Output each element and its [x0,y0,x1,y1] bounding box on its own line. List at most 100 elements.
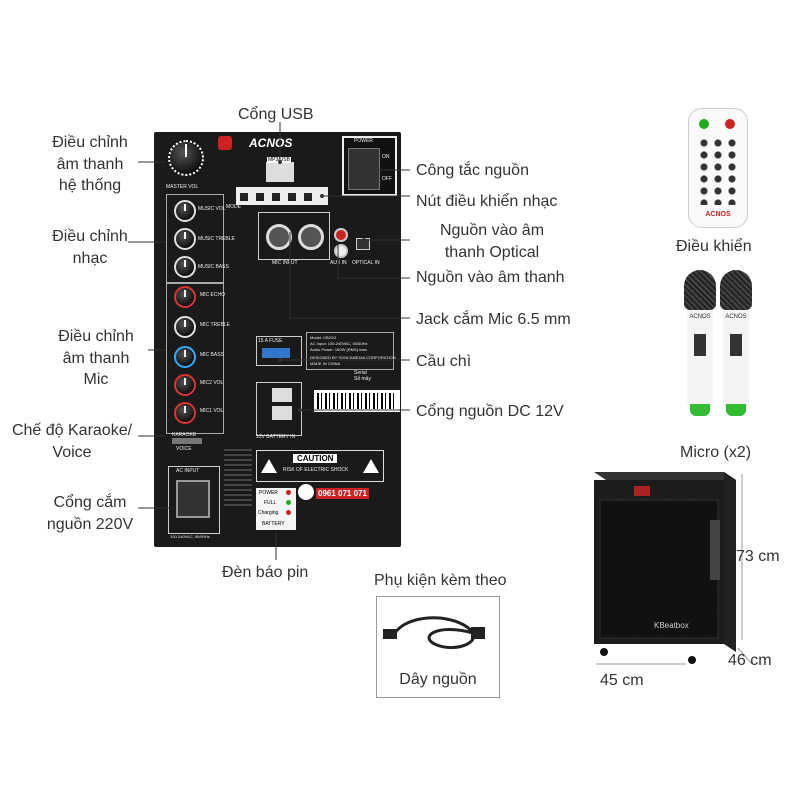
accessory-box: Dây nguồn [376,596,500,698]
warning-icon [261,459,277,473]
ac-socket[interactable] [176,480,210,518]
ac-spec-label: 100-240VAC, 50/60Hz [170,534,210,539]
barcode [314,390,400,412]
ac-input-spec: AC Input: 100-240VAC, 50/60Hz [310,341,368,346]
microphone-1: ACNOS [684,270,716,426]
label-mic-adjust: Điều chỉnh âm thanh Mic [58,328,134,389]
mic-treble-label: MIC TREBLE [200,322,230,328]
model-plate: Model: CB21G AC Input: 100-240VAC, 50/60… [306,332,396,370]
label-fuse: Cầu chì [416,353,472,370]
mic2-vol-knob[interactable] [174,374,196,396]
remote-power-button [699,119,709,129]
label-accessories: Phụ kiện kèm theo [374,572,507,589]
warning-icon-right [363,459,379,473]
caution-sub: RISK OF ELECTRIC SHOCK [283,467,349,473]
label-micro: Micro (x2) [680,444,752,461]
button-mode[interactable] [240,193,248,201]
music-treble-label: MUSIC TREBLE [198,236,235,242]
karaoke-label: KARAOKE [172,432,197,438]
mic-knob-group [166,282,224,434]
ac-input-label: AC INPUT [176,468,200,474]
label-music-adjust: Điều chỉnh nhạc [52,228,128,267]
power-on-label: ON [382,154,390,160]
power-off-label: OFF [382,176,392,182]
button-play[interactable] [272,193,280,201]
charging-led-label: Charging [258,510,279,516]
music-vol-label: MUSIC VOL [198,206,226,212]
label-optical: Nguồn vào âm thanh Optical [439,222,545,261]
music-treble-knob[interactable] [174,228,196,250]
label-power-switch: Công tắc nguồn [416,162,529,179]
power-cord-image [383,616,485,650]
model-text: Model: CB21G [310,335,337,340]
designed-by: DESIGNED BY SONCAMEDIA CORPORATION [310,355,396,360]
label-dc-port: Cổng nguồn DC 12V [416,403,564,420]
label-karaoke: Chế độ Karaoke/ Voice [11,422,133,461]
music-bass-label: MUSIC BASS [198,264,229,270]
mic-echo-knob[interactable] [174,286,196,308]
label-battery-led: Đèn báo pin [222,564,309,581]
phone-icon [298,484,314,500]
mic1-vol-label: MIC1 VOL [200,408,224,414]
master-vol-knob[interactable] [168,140,204,176]
remote-brand: ACNOS [705,211,731,218]
button-rep[interactable] [304,193,312,201]
speaker-control-panel: ACNOS MASTER VOL MP3/USB POWER ON OFF MO… [154,132,401,547]
label-usb: Cổng USB [238,106,314,123]
mic-bass-label: MIC BASS [200,352,224,358]
label-mic-jack: Jack cắm Mic 6.5 mm [416,311,571,328]
label-power-cord: Dây nguồn [399,671,477,688]
charging-led [286,510,291,515]
label-audio-in: Nguồn vào âm thanh [416,269,565,286]
button-prev[interactable] [256,193,264,201]
caution-box: CAUTION RISK OF ELECTRIC SHOCK [256,450,384,482]
microphone-2: ACNOS [720,270,752,426]
music-vol-knob[interactable] [174,200,196,222]
label-remote: Điều khiển [676,238,752,255]
caution-title: CAUTION [293,454,338,463]
made-in: MADE IN CHINA [310,361,341,366]
fuse-box [256,336,302,366]
full-led [286,500,291,505]
label-width: 45 cm [600,672,644,689]
voice-label: VOICE [176,446,192,452]
music-bass-knob[interactable] [174,256,196,278]
mic-bass-knob[interactable] [174,346,196,368]
audio-power-spec: Audio Power: 150W (RMS) max. [310,347,368,352]
mic-echo-label: MIC ECHO [200,292,225,298]
mic2-vol-label: MIC2 VOL [200,380,224,386]
power-led-label: POWER [259,490,278,496]
serial-label: Serial [354,370,367,376]
hotline-number: 0961 071 071 [316,488,369,499]
music-control-buttons [236,187,328,205]
remote-keypad [697,137,739,205]
label-ac-port: Cổng cắm nguồn 220V [46,494,134,533]
karaoke-voice-switch[interactable] [172,438,202,444]
remote-mute-button [725,119,735,129]
battery-led-box: POWER FULL Charging BATTERY [256,488,296,530]
music-knob-group [166,194,224,284]
logo-icon [218,136,232,150]
battery-label: BATTERY [262,521,285,527]
mic-treble-knob[interactable] [174,316,196,338]
power-led [286,490,291,495]
mode-label: MODE [226,204,241,210]
vent-grille [224,446,252,506]
dc-terminal-plus[interactable] [272,388,292,402]
so-may-label: Số máy [354,376,371,382]
label-music-buttons: Nút điều khiển nhạc [416,193,558,210]
panel-brand: ACNOS [249,136,293,150]
speaker-brand: KBeatbox [654,621,689,630]
label-depth: 46 cm [728,652,772,669]
power-label: POWER [354,138,373,144]
full-led-label: FULL [264,500,277,506]
mic1-vol-knob[interactable] [174,402,196,424]
fuse[interactable] [262,348,290,358]
usb-port[interactable] [266,162,294,182]
label-height: 73 cm [736,548,780,565]
dc-terminal-minus[interactable] [272,406,292,420]
ac-input-box [168,466,220,534]
button-next[interactable] [288,193,296,201]
master-vol-label: MASTER VOL [166,184,199,190]
